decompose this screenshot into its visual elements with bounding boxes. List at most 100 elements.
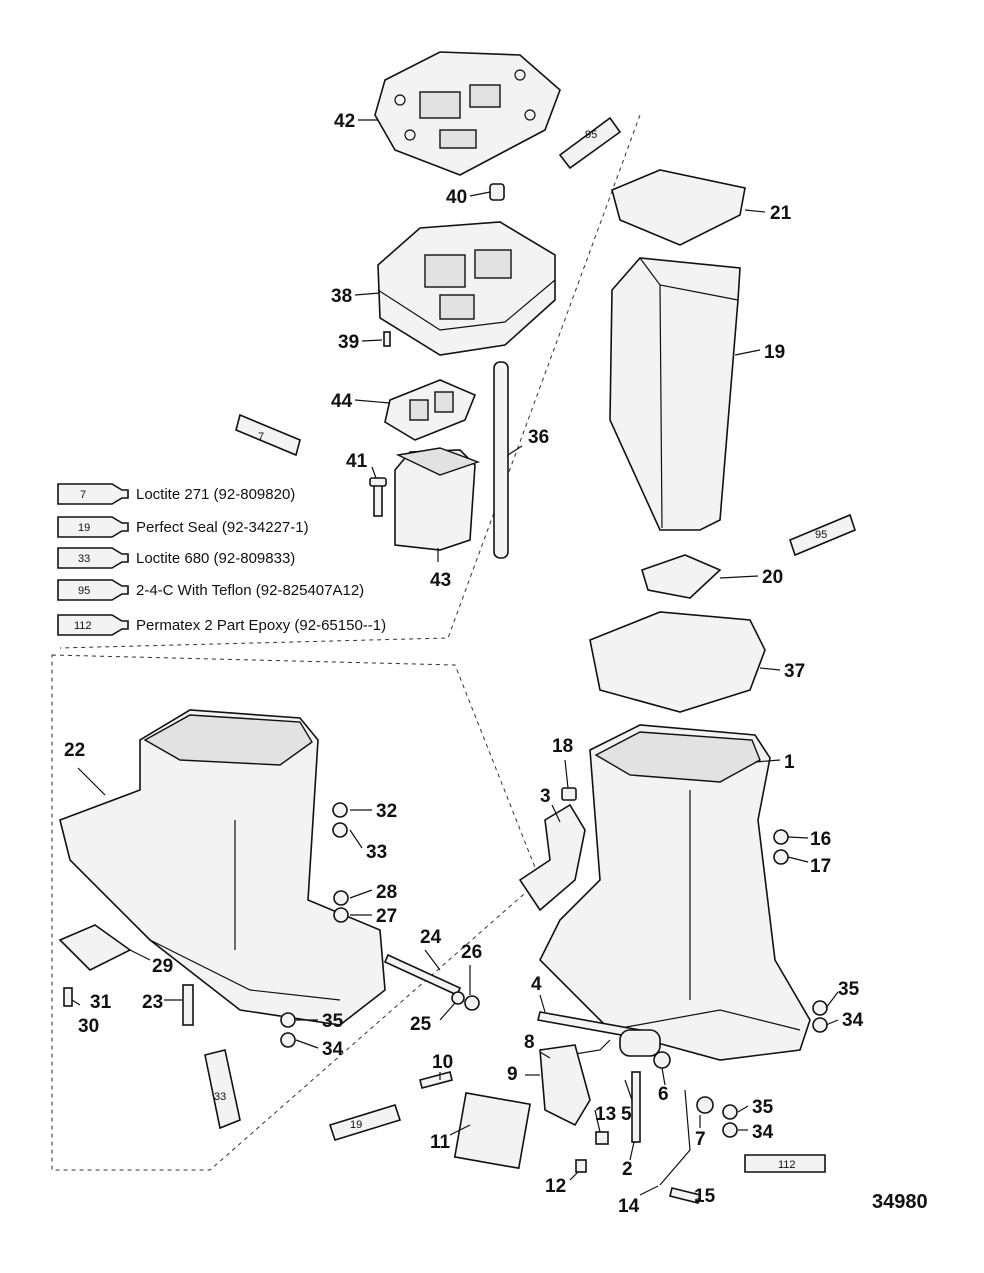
callout-9: 9 [507, 1064, 518, 1085]
callout-44: 44 [331, 391, 353, 412]
callout-33: 33 [366, 842, 387, 863]
washer-35c [722, 1104, 738, 1120]
washer-16 [773, 829, 789, 845]
callout-25: 25 [410, 1014, 432, 1035]
nut-26 [464, 995, 480, 1011]
dowel-40 [489, 183, 505, 201]
nut-28 [333, 890, 349, 906]
callout-12: 12 [545, 1176, 566, 1197]
gasket-44 [384, 379, 477, 441]
adaptor-plate-38 [377, 221, 556, 356]
callout-14: 14 [618, 1196, 640, 1217]
callout-35a: 35 [322, 1011, 344, 1032]
callout-11: 11 [430, 1132, 451, 1153]
legend-tube-number: 33 [78, 553, 90, 565]
upper-group-outline [59, 114, 641, 649]
nut-34c [722, 1122, 738, 1138]
legend-row: 7 Loctite 271 (92-809820) [57, 483, 295, 505]
callout-43: 43 [430, 570, 451, 591]
tube-36 [493, 361, 509, 559]
callout-37: 37 [784, 661, 805, 682]
sealant-tube-95-upper: 95 [558, 116, 622, 170]
screw-12 [575, 1159, 587, 1173]
seal-20 [641, 554, 722, 599]
driveshaft-housing-1 [539, 724, 811, 1061]
callout-38: 38 [331, 286, 352, 307]
callout-13: 13 [595, 1104, 616, 1125]
callout-32: 32 [376, 801, 397, 822]
anode-11 [453, 1092, 531, 1170]
callout-7: 7 [695, 1129, 706, 1150]
callout-10: 10 [432, 1052, 453, 1073]
tube-label: 19 [350, 1119, 362, 1131]
legend-tube-number: 112 [74, 620, 92, 632]
bracket-9 [539, 1044, 591, 1127]
callout-21: 21 [770, 203, 792, 224]
callout-5: 5 [621, 1104, 632, 1125]
callout-34a: 34 [322, 1039, 344, 1060]
screw-41 [369, 477, 387, 517]
legend-text: 2-4-C With Teflon (92-825407A12) [136, 582, 364, 599]
nut-7 [696, 1096, 714, 1114]
tube-label: 7 [258, 431, 264, 443]
sealant-tube-33: 33 [204, 1049, 241, 1130]
callout-36: 36 [528, 427, 549, 448]
callout-30: 30 [78, 1016, 99, 1037]
legend-row: 112 Permatex 2 Part Epoxy (92-65150--1) [57, 614, 386, 636]
callout-29: 29 [152, 956, 173, 977]
callout-40: 40 [446, 187, 467, 208]
figure-id: 34980 [872, 1191, 928, 1213]
gasket-37 [589, 611, 766, 713]
legend-tube-number: 7 [80, 489, 86, 501]
callout-42: 42 [334, 111, 355, 132]
sealant-legend: 7 Loctite 271 (92-809820) 19 Perfect Sea… [57, 483, 386, 636]
callout-31: 31 [90, 992, 112, 1013]
legend-text: Loctite 680 (92-809833) [136, 550, 295, 567]
exhaust-housing-19 [609, 257, 741, 531]
callout-35c: 35 [752, 1097, 774, 1118]
callout-17: 17 [810, 856, 831, 877]
sealant-tube-112: 112 [744, 1154, 826, 1173]
sealant-tube-7: 7 [235, 413, 301, 457]
pin-39 [383, 331, 391, 347]
callout-24: 24 [420, 927, 442, 948]
washer-35a [280, 1012, 296, 1028]
tube-label: 95 [585, 129, 597, 141]
callout-23: 23 [142, 992, 163, 1013]
callout-35b: 35 [838, 979, 860, 1000]
tube-label: 112 [778, 1159, 796, 1171]
stud-5 [631, 1071, 641, 1143]
callout-numbers: 42 40 38 39 44 36 41 43 21 19 20 37 22 3… [64, 111, 864, 1217]
trim-cylinder [619, 1029, 661, 1057]
callout-1: 1 [784, 752, 795, 773]
callout-39: 39 [338, 332, 359, 353]
leader-lines [71, 119, 839, 1201]
callout-18: 18 [552, 736, 573, 757]
nut-33 [332, 822, 348, 838]
callout-41: 41 [346, 451, 368, 472]
legend-row: 19 Perfect Seal (92-34227-1) [57, 516, 309, 538]
callout-4: 4 [531, 974, 542, 995]
nut-17 [773, 849, 789, 865]
callout-34c: 34 [752, 1122, 774, 1143]
tube-label: 33 [214, 1091, 226, 1103]
washer-27 [333, 907, 349, 923]
stud-23 [182, 984, 194, 1026]
legend-tube-number: 19 [78, 522, 90, 534]
washer-34b [812, 1017, 828, 1033]
callout-34b: 34 [842, 1010, 864, 1031]
washer-32 [332, 802, 348, 818]
callout-6: 6 [658, 1084, 669, 1105]
seal-21 [611, 169, 746, 246]
washer-25 [451, 991, 465, 1005]
legend-row: 33 Loctite 680 (92-809833) [57, 547, 295, 569]
callout-15: 15 [694, 1186, 716, 1207]
exhaust-tube-43 [394, 447, 481, 551]
callout-19: 19 [764, 342, 785, 363]
plug-18 [561, 787, 577, 801]
legend-text: Perfect Seal (92-34227-1) [136, 519, 309, 536]
bolt-15 [669, 1187, 701, 1204]
bracket-3 [518, 803, 586, 912]
stud-24 [383, 953, 462, 997]
